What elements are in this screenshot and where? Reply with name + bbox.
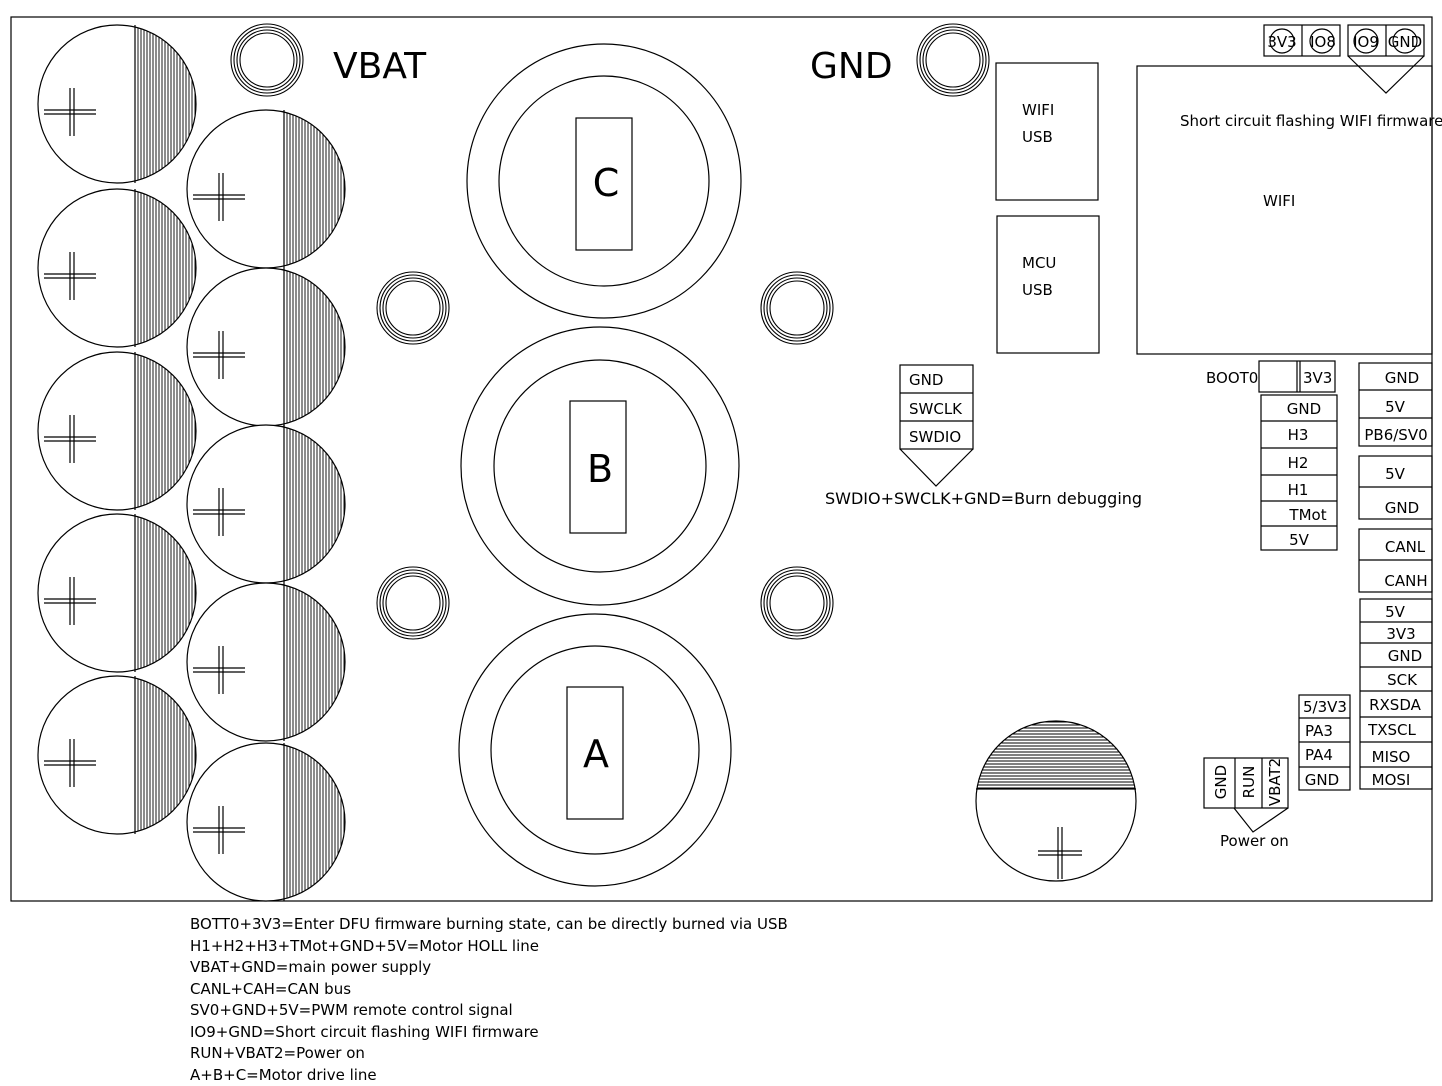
pin-3v3-top: 3V3 [1267,33,1296,51]
aux-pin-gnd: GND [1385,499,1419,517]
hall-pin-tmot: TMot [1288,506,1326,524]
swd-header: GND SWCLK SWDIO SWDIO+SWCLK+GND=Burn deb… [825,364,1142,508]
spi-pin-3v3: 3V3 [1386,625,1415,643]
pin-gnd-top: GND [1388,33,1422,51]
mounting-hole [230,23,304,97]
power-5v-header: 5V GND [1358,455,1433,520]
pin-io9: IO9 [1353,33,1379,51]
power-on-pointer [1233,807,1289,833]
swd-pin-gnd: GND [909,371,943,389]
wifi-usb-connector: WIFI USB [995,62,1099,201]
power-pin-vbat2: VBAT2 [1266,758,1284,806]
electrolytic-capacitor [37,513,197,673]
phase-a-label: A [583,732,609,776]
wifi-module: Short circuit flashing WIFI firmware WIF… [1136,55,1442,355]
uart-pin-gnd: GND [1305,771,1339,789]
electrolytic-capacitor [186,109,346,269]
note-line: VBAT+GND=main power supply [190,958,432,976]
spi-pin-mosi: MOSI [1372,771,1411,789]
pwm-pin-gnd: GND [1385,369,1419,387]
power-pin-gnd: GND [1212,765,1230,799]
mounting-hole [916,23,990,97]
can-header: CANL CANH [1358,528,1433,593]
note-line: IO9+GND=Short circuit flashing WIFI firm… [190,1022,539,1041]
hall-pin-h3: H3 [1288,426,1309,444]
can-pin-canh: CANH [1384,572,1427,590]
boot-pin-3v3: 3V3 [1303,369,1332,387]
swd-pin-swclk: SWCLK [909,400,963,418]
spi-pin-gnd: GND [1388,647,1422,665]
aux-pin-5v: 5V [1385,465,1406,483]
vbat-label: VBAT [333,46,427,87]
electrolytic-capacitor [37,351,197,511]
capacitor-bank [37,24,1137,902]
wifi-flash-header: 3V3 IO8 IO9 GND [1263,24,1425,57]
pin-io8: IO8 [1310,33,1336,51]
mcu-usb-label-line1: MCU [1022,254,1056,272]
hall-pin-h2: H2 [1288,454,1309,472]
electrolytic-capacitor [37,188,197,348]
note-line: CANL+CAH=CAN bus [190,979,352,998]
wifi-usb-label-line1: WIFI [1022,101,1054,119]
uart-pin-pa4: PA4 [1305,746,1333,764]
power-pin-run: RUN [1240,766,1258,799]
hall-pin-gnd: GND [1287,400,1321,418]
electrolytic-capacitor [186,267,346,427]
mounting-hole [760,566,834,640]
can-pin-canl: CANL [1385,538,1426,556]
electrolytic-capacitor [186,424,346,584]
swd-pin-swdio: SWDIO [909,428,961,446]
electrolytic-capacitor [186,742,346,902]
note-line: RUN+VBAT2=Power on [190,1044,365,1062]
phase-a-terminal: A [458,613,732,887]
hall-pin-5v: 5V [1289,531,1310,549]
hall-header: GND H3 H2 H1 TMot 5V [1260,394,1338,551]
bulk-capacitor [975,720,1137,882]
spi-pin-miso: MISO [1372,748,1411,766]
notes-list: BOTT0+3V3=Enter DFU firmware burning sta… [190,914,890,1086]
uart-header: 5/3V3 PA3 PA4 GND [1298,694,1351,791]
note-line: A+B+C=Motor drive line [190,1065,377,1084]
note-line: BOTT0+3V3=Enter DFU firmware burning sta… [190,915,788,933]
wifi-flash-note: Short circuit flashing WIFI firmware [1180,112,1442,130]
pwm-pin-sv0: PB6/SV0 [1364,426,1427,444]
mounting-hole [376,566,450,640]
hall-pin-h1: H1 [1288,481,1309,499]
electrolytic-capacitor [186,582,346,742]
pwm-pin-5v: 5V [1385,398,1406,416]
gnd-label: GND [810,46,893,87]
boot0-jumper: BOOT0 3V3 [1206,360,1336,393]
electrolytic-capacitor [37,675,197,835]
swd-note: SWDIO+SWCLK+GND=Burn debugging [825,489,1142,508]
phase-c-terminal: C [466,43,742,319]
pwm-header: GND 5V PB6/SV0 [1358,362,1433,447]
mounting-holes [230,23,990,640]
electrolytic-capacitor [37,24,197,184]
uart-pin-pa3: PA3 [1305,722,1333,740]
power-on-note: Power on [1220,832,1289,850]
mounting-hole [376,271,450,345]
note-line: SV0+GND+5V=PWM remote control signal [190,1001,513,1019]
boot0-label: BOOT0 [1206,369,1258,387]
phase-b-label: B [587,447,613,491]
wifi-flash-pointer [1347,55,1425,94]
spi-pin-sck: SCK [1387,671,1418,689]
spi-pin-rxsda: RXSDA [1369,696,1422,714]
power-on-header: GND RUN VBAT2 Power on [1203,757,1289,850]
mounting-hole [760,271,834,345]
swd-pointer [899,448,974,487]
spi-header: 5V 3V3 GND SCK RXSDA TXSCL MISO MOSI [1359,598,1433,790]
uart-pin-5v3v3: 5/3V3 [1303,698,1347,716]
phase-c-label: C [593,161,620,205]
wifi-module-label: WIFI [1263,192,1295,210]
spi-pin-5v: 5V [1385,603,1406,621]
phase-b-terminal: B [460,326,740,606]
wifi-usb-label-line2: USB [1022,128,1053,146]
mcu-usb-label-line2: USB [1022,281,1053,299]
mcu-usb-connector: MCU USB [996,215,1100,354]
spi-pin-txscl: TXSCL [1367,721,1416,739]
note-line: H1+H2+H3+TMot+GND+5V=Motor HOLL line [190,936,539,955]
